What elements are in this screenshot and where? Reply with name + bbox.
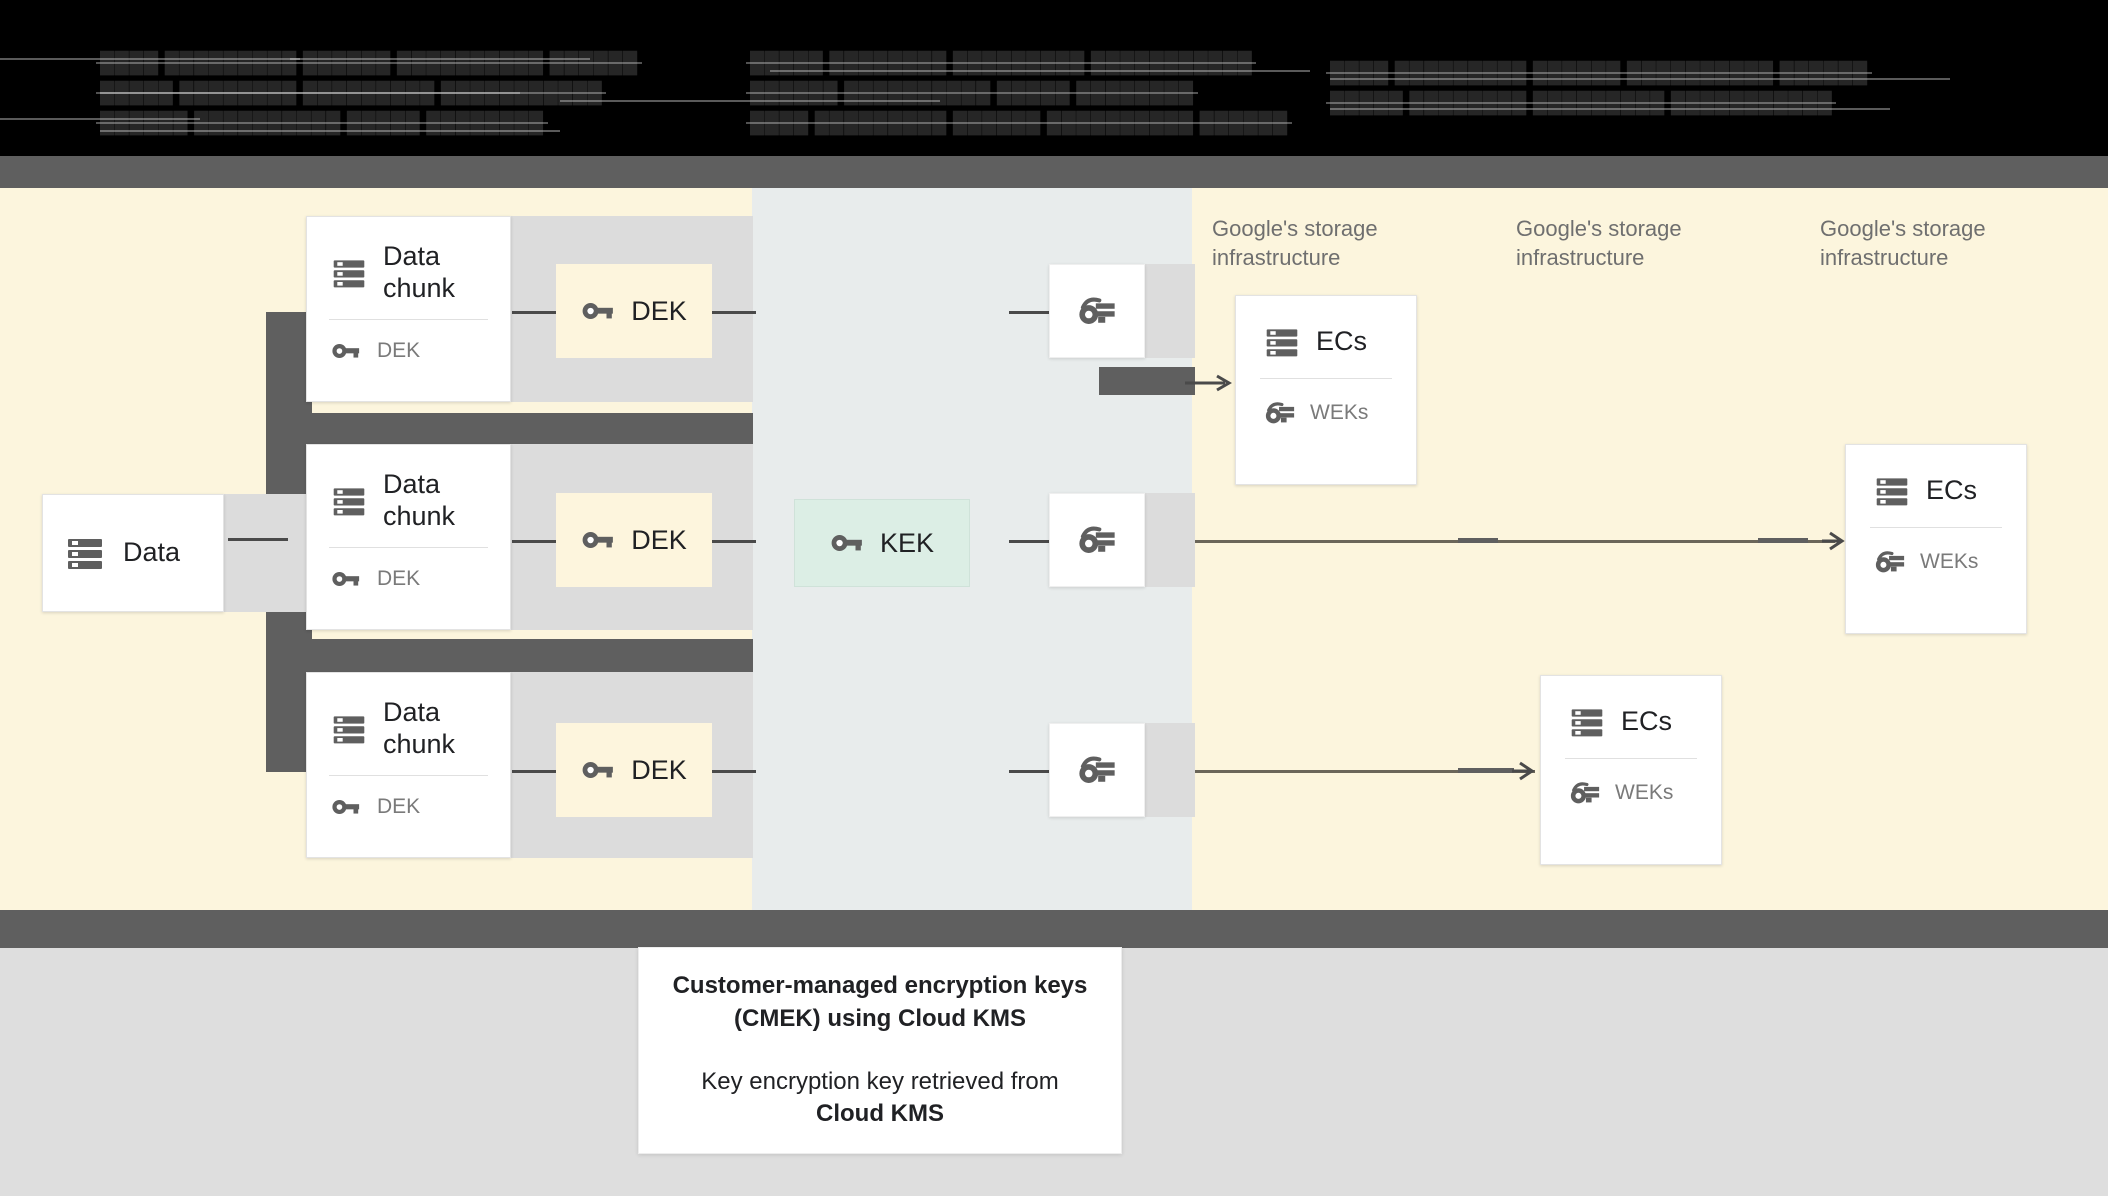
ecs-card[interactable]: ECs WEKs — [1235, 295, 1417, 485]
header-divider-bar — [0, 156, 2108, 188]
wek2-line-segment-2 — [1758, 538, 1808, 543]
wek1-arrow-bar — [1099, 367, 1195, 395]
data-chunk-label: Data chunk — [383, 469, 456, 531]
wrapped-key-card[interactable] — [1049, 723, 1145, 817]
dek-chip-label: DEK — [631, 754, 687, 785]
dek-chip[interactable]: DEK — [556, 723, 712, 817]
data-chunk-card[interactable]: Data chunk DEK — [306, 444, 511, 630]
key-icon — [331, 336, 361, 366]
ecs-card[interactable]: ECs WEKs — [1540, 675, 1722, 865]
kek-chip-label: KEK — [879, 527, 935, 558]
ecs-card-label: ECs — [1316, 326, 1368, 357]
wrapped-key-card[interactable] — [1049, 493, 1145, 587]
storage-icon — [331, 255, 367, 291]
data-chunk-key-label: DEK — [377, 566, 421, 590]
card-divider — [1260, 378, 1392, 379]
ecs-card-key-label: WEKs — [1310, 401, 1369, 424]
wek2-line-segment — [1458, 538, 1498, 543]
data-chunk-card[interactable]: Data chunk DEK — [306, 216, 511, 402]
infra-label: Google's storage infrastructure — [1212, 216, 1378, 270]
ecs-card-key-label: WEKs — [1615, 781, 1674, 804]
ecs-card[interactable]: ECs WEKs — [1845, 444, 2027, 634]
key-icon — [331, 792, 361, 822]
key-icon — [830, 526, 864, 560]
caption-title-line-1: Customer-managed encryption keys — [672, 972, 1088, 1000]
footer-divider-bar — [0, 910, 2108, 948]
data-card-label: Data — [123, 537, 181, 568]
key-icon — [581, 753, 615, 787]
caption-box: Customer-managed encryption keys (CMEK) … — [638, 947, 1122, 1154]
dek-chip[interactable]: DEK — [556, 493, 712, 587]
storage-icon — [1264, 324, 1300, 360]
card-divider — [329, 318, 488, 320]
key-icon — [581, 523, 615, 557]
connector-chunk2-to-dek2 — [512, 540, 556, 543]
storage-icon — [65, 533, 105, 573]
wrapped-key-icon — [1077, 750, 1117, 790]
ecs-card-key-label: WEKs — [1920, 550, 1979, 573]
caption-title-line-2: (CMEK) using Cloud KMS — [734, 1004, 1026, 1032]
data-chunk-key-label: DEK — [377, 794, 421, 818]
key-icon — [581, 294, 615, 328]
card-divider — [329, 774, 488, 776]
fanout-bar-top — [266, 413, 753, 449]
data-chunk-label: Data chunk — [383, 697, 456, 759]
connector-wek3-line — [1155, 770, 1535, 773]
storage-icon — [331, 711, 367, 747]
connector-chunk3-to-dek3 — [512, 770, 556, 773]
connector-dek2-to-wek2 — [712, 540, 756, 543]
wrapped-key-icon — [1874, 546, 1906, 578]
arrow-to-ecs-1 — [1185, 374, 1232, 392]
storage-icon — [1569, 704, 1605, 740]
dek-chip[interactable]: DEK — [556, 264, 712, 358]
infra-label: Google's storage infrastructure — [1820, 216, 1986, 270]
ecs-card-label: ECs — [1621, 706, 1673, 737]
connector-kek-stub-2 — [1009, 540, 1069, 543]
storage-icon — [1874, 473, 1910, 509]
fanout-bar-bottom — [266, 639, 753, 675]
arrow-to-ecs-2 — [1822, 531, 1845, 551]
data-chunk-label: Data chunk — [383, 241, 456, 303]
card-divider — [1565, 758, 1697, 759]
wrapped-key-icon — [1569, 777, 1601, 809]
caption-body-line-2: Cloud KMS — [816, 1100, 944, 1128]
connector-kek-stub-3 — [1009, 770, 1069, 773]
dek-chip-label: DEK — [631, 524, 687, 555]
connector-kek-stub-1 — [1009, 311, 1069, 314]
card-divider — [1870, 527, 2002, 528]
header-band — [0, 0, 2108, 156]
infra-label: Google's storage infrastructure — [1516, 216, 1682, 270]
dek-chip-label: DEK — [631, 295, 687, 326]
connector-chunk1-to-dek1 — [512, 311, 556, 314]
storage-icon — [331, 483, 367, 519]
wrapped-key-icon — [1077, 291, 1117, 331]
connector-data-to-trunk — [228, 538, 288, 541]
card-divider — [329, 546, 488, 548]
arrow-to-ecs-3 — [1512, 761, 1535, 781]
key-icon — [331, 564, 361, 594]
caption-body-line-1: Key encryption key retrieved from — [701, 1067, 1059, 1095]
wrapped-key-icon — [1077, 520, 1117, 560]
data-card[interactable]: Data — [42, 494, 224, 612]
data-chunk-card[interactable]: Data chunk DEK — [306, 672, 511, 858]
connector-dek1-to-wek1 — [712, 311, 756, 314]
data-chunk-key-label: DEK — [377, 338, 421, 362]
wek3-line-segment — [1458, 768, 1514, 773]
ecs-card-label: ECs — [1926, 475, 1978, 506]
connector-dek3-to-wek3 — [712, 770, 756, 773]
wrapped-key-icon — [1264, 397, 1296, 429]
kek-chip[interactable]: KEK — [794, 499, 970, 587]
wrapped-key-card[interactable] — [1049, 264, 1145, 358]
